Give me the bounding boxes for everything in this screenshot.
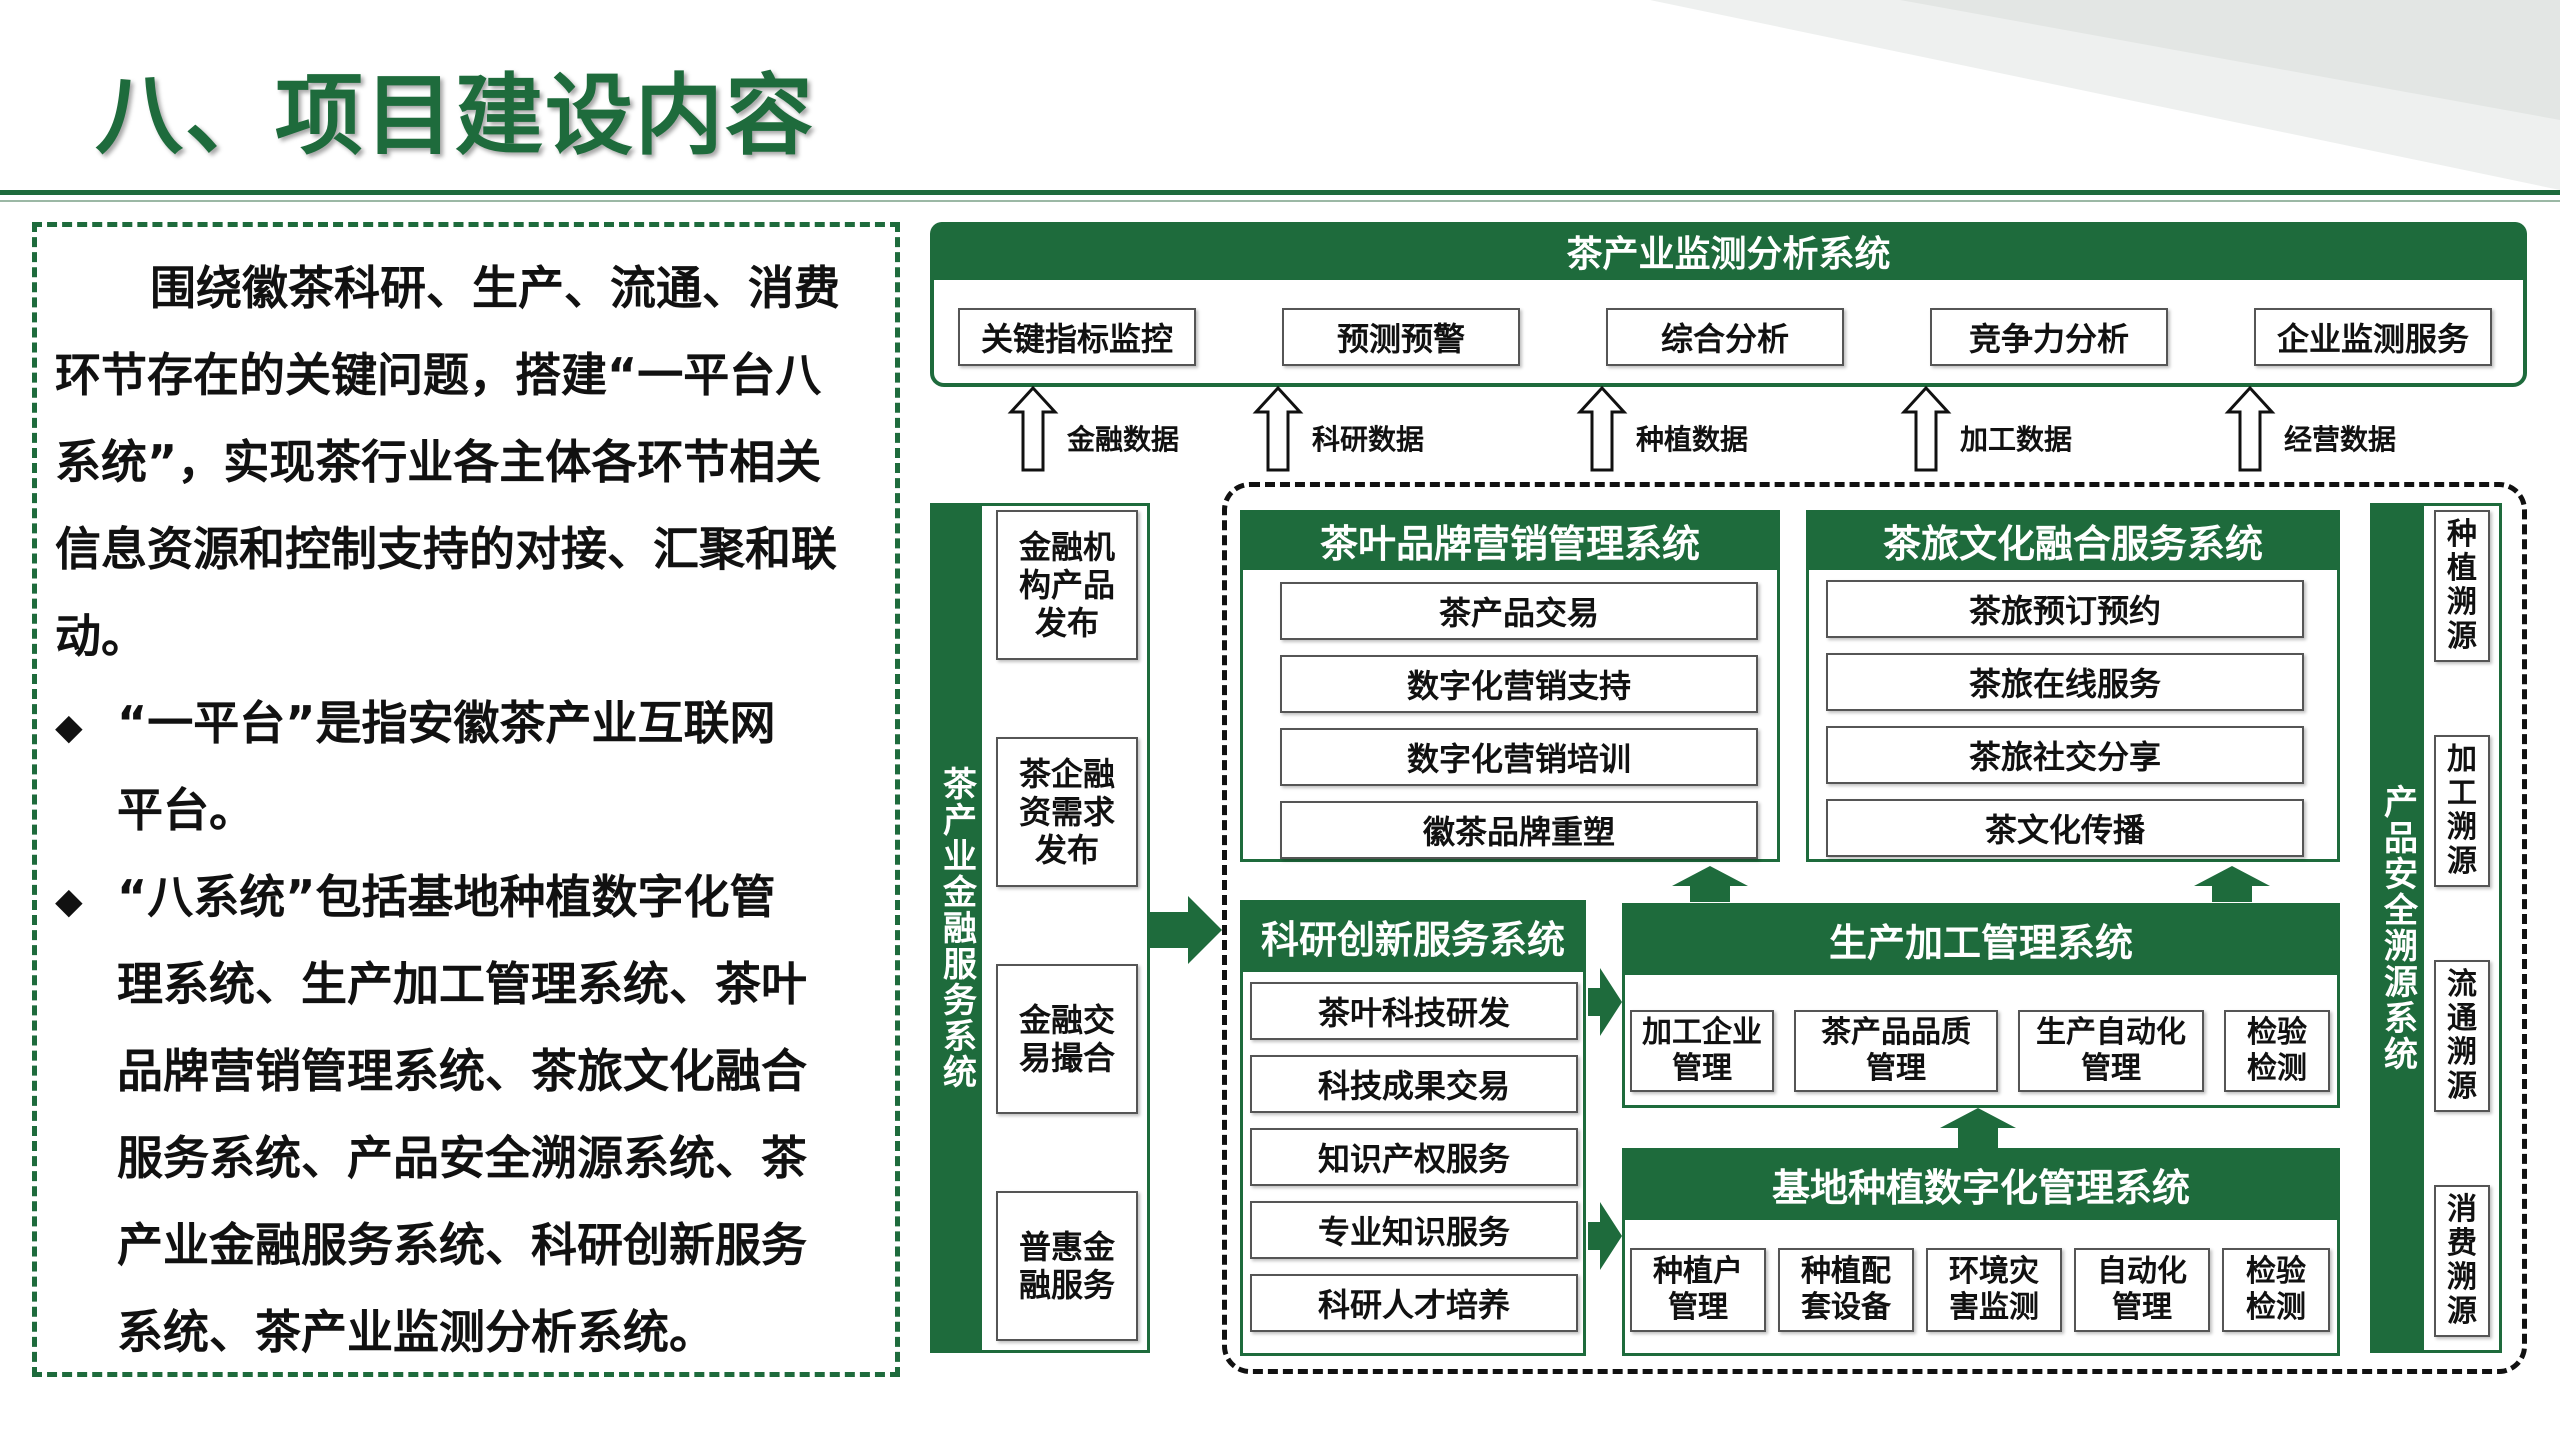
trace-item-circulation: 流通溯源 (2434, 960, 2490, 1112)
trace-item-processing: 加工溯源 (2434, 735, 2490, 887)
tourism-item-culture: 茶文化传播 (1826, 799, 2304, 857)
brand-system-title: 茶叶品牌营销管理系统 (1240, 510, 1780, 570)
finance-item-inclusive: 普惠金融服务 (996, 1191, 1138, 1341)
monitor-item-competitiveness: 竞争力分析 (1930, 308, 2168, 366)
header-background (1650, 0, 2560, 190)
trace-item-consumption: 消费溯源 (2434, 1185, 2490, 1337)
title-divider-thin (0, 200, 2560, 202)
monitor-item-forecast: 预测预警 (1282, 308, 1520, 366)
bullet-2-line-4: 服务系统、产品安全溯源系统、茶 (117, 1131, 807, 1185)
flow-label-research: 科研数据 (1312, 423, 1425, 456)
processing-item-inspection: 检验检测 (2224, 1010, 2330, 1092)
research-item-talent: 科研人才培养 (1250, 1274, 1578, 1332)
up-arrow-icon (1900, 385, 1952, 472)
flow-label-processing: 加工数据 (1960, 423, 2073, 456)
trace-item-planting: 种植溯源 (2434, 510, 2490, 662)
finance-item-demand-release: 茶企融资需求发布 (996, 737, 1138, 887)
planting-item-inspection: 检验检测 (2222, 1248, 2330, 1332)
flow-label-planting: 种植数据 (1636, 423, 1749, 456)
up-arrow-icon (1940, 1108, 2016, 1150)
processing-item-automation: 生产自动化管理 (2018, 1010, 2204, 1092)
bullet-1-line-2: 平台。 (117, 783, 255, 837)
intro-line-1: 围绕徽茶科研、生产、流通、消费 (150, 261, 840, 315)
right-arrow-icon (1588, 968, 1622, 1036)
research-item-knowledge: 专业知识服务 (1250, 1201, 1578, 1259)
processing-system-title: 生产加工管理系统 (1622, 903, 2340, 975)
research-system-title: 科研创新服务系统 (1240, 900, 1586, 972)
flow-label-operation: 经营数据 (2284, 423, 2397, 456)
brand-item-trade: 茶产品交易 (1280, 582, 1758, 640)
bullet-2-line-3: 品牌营销管理系统、茶旅文化融合 (117, 1044, 807, 1098)
intro-line-3: 系统”，实现茶行业各主体各环节相关 (55, 435, 822, 489)
diamond-bullet-icon: ◆ (55, 707, 83, 748)
up-arrow-icon (1672, 866, 1748, 902)
title-divider (0, 190, 2560, 195)
finance-system-title-bar: 茶产业金融服务系统 (932, 505, 982, 1351)
intro-line-5: 动。 (55, 609, 147, 663)
planting-item-environment: 环境灾害监测 (1926, 1248, 2062, 1332)
processing-item-enterprise: 加工企业管理 (1630, 1010, 1774, 1092)
tourism-system-title: 茶旅文化融合服务系统 (1806, 510, 2340, 570)
brand-item-digital-support: 数字化营销支持 (1280, 655, 1758, 713)
monitor-item-indicator: 关键指标监控 (958, 308, 1196, 366)
planting-system-title: 基地种植数字化管理系统 (1622, 1148, 2340, 1220)
finance-item-product-release: 金融机构产品发布 (996, 510, 1138, 660)
monitor-item-enterprise: 企业监测服务 (2254, 308, 2492, 366)
research-item-rd: 茶叶科技研发 (1250, 982, 1578, 1040)
research-item-transfer: 科技成果交易 (1250, 1055, 1578, 1113)
up-arrow-icon (2224, 385, 2276, 472)
core-systems-container (1222, 482, 2527, 1374)
bullet-2-line-5: 产业金融服务系统、科研创新服务 (117, 1218, 807, 1272)
diamond-bullet-icon: ◆ (55, 881, 83, 922)
bullet-2: ◆“八系统”包括基地种植数字化管 (55, 854, 775, 945)
research-item-ip: 知识产权服务 (1250, 1128, 1578, 1186)
up-arrow-icon (2194, 866, 2270, 902)
planting-item-growers: 种植户管理 (1630, 1248, 1766, 1332)
tourism-item-booking: 茶旅预订预约 (1826, 580, 2304, 638)
processing-item-quality: 茶产品品质管理 (1794, 1010, 1998, 1092)
intro-line-4: 信息资源和控制支持的对接、汇聚和联 (55, 522, 837, 576)
monitor-item-analysis: 综合分析 (1606, 308, 1844, 366)
monitor-system-title: 茶产业监测分析系统 (930, 222, 2527, 280)
up-arrow-icon (1007, 385, 1059, 472)
right-arrow-icon (1150, 896, 1222, 964)
up-arrow-icon (1576, 385, 1628, 472)
planting-item-automation: 自动化管理 (2074, 1248, 2210, 1332)
planting-item-equipment: 种植配套设备 (1778, 1248, 1914, 1332)
flow-label-finance: 金融数据 (1067, 423, 1180, 456)
trace-system-title: 产品安全溯源系统 (2377, 784, 2418, 1072)
finance-item-matching: 金融交易撮合 (996, 964, 1138, 1114)
tourism-item-online: 茶旅在线服务 (1826, 653, 2304, 711)
brand-item-rebrand: 徽茶品牌重塑 (1280, 801, 1758, 859)
right-arrow-icon (1588, 1202, 1622, 1270)
description-panel (32, 222, 900, 1377)
brand-item-digital-training: 数字化营销培训 (1280, 728, 1758, 786)
page-title: 八、项目建设内容 (95, 64, 816, 167)
tourism-item-social: 茶旅社交分享 (1826, 726, 2304, 784)
bullet-1: ◆“一平台”是指安徽茶产业互联网 (55, 680, 775, 771)
bullet-2-line-6: 系统、茶产业监测分析系统。 (117, 1305, 715, 1359)
up-arrow-icon (1252, 385, 1304, 472)
trace-system-title-bar: 产品安全溯源系统 (2372, 505, 2424, 1351)
bullet-2-line-2: 理系统、生产加工管理系统、茶叶 (117, 957, 807, 1011)
intro-line-2: 环节存在的关键问题，搭建“一平台八 (55, 348, 822, 402)
finance-system-title: 茶产业金融服务系统 (936, 766, 977, 1090)
